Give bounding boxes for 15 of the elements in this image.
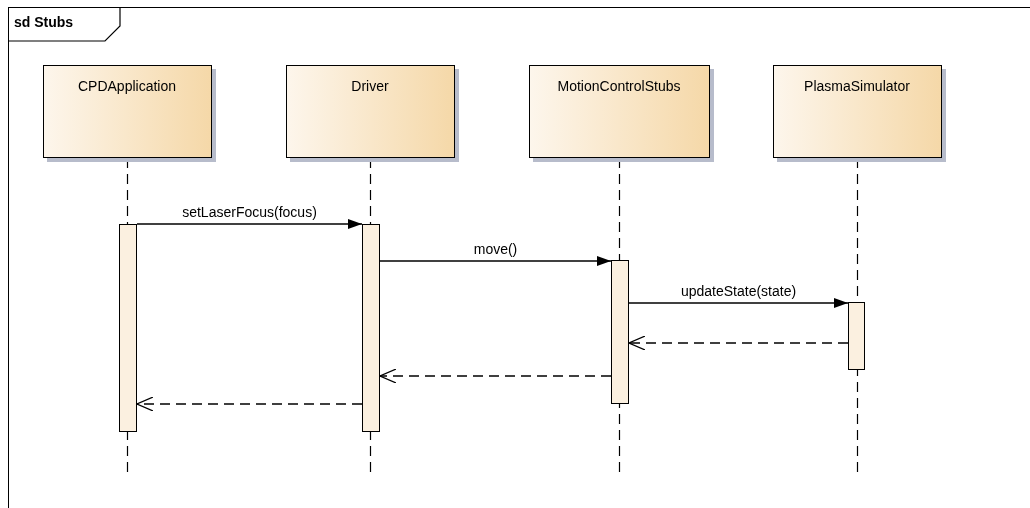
message-label: setLaserFocus(focus)	[182, 204, 317, 220]
activation-bar	[610, 259, 629, 404]
activation-bar	[847, 301, 865, 370]
frame	[8, 7, 1030, 508]
return-message-arrow	[379, 368, 612, 384]
return-message-arrow	[136, 396, 363, 412]
activation-bar	[118, 223, 137, 432]
message-label: updateState(state)	[680, 283, 797, 299]
message-label: move()	[473, 241, 518, 257]
return-message-arrow	[628, 335, 849, 351]
activation-bar	[361, 223, 380, 432]
frame-title: sd Stubs	[13, 13, 74, 30]
message-arrow	[628, 298, 849, 308]
message-arrow	[379, 256, 612, 266]
message-arrow	[136, 219, 363, 229]
